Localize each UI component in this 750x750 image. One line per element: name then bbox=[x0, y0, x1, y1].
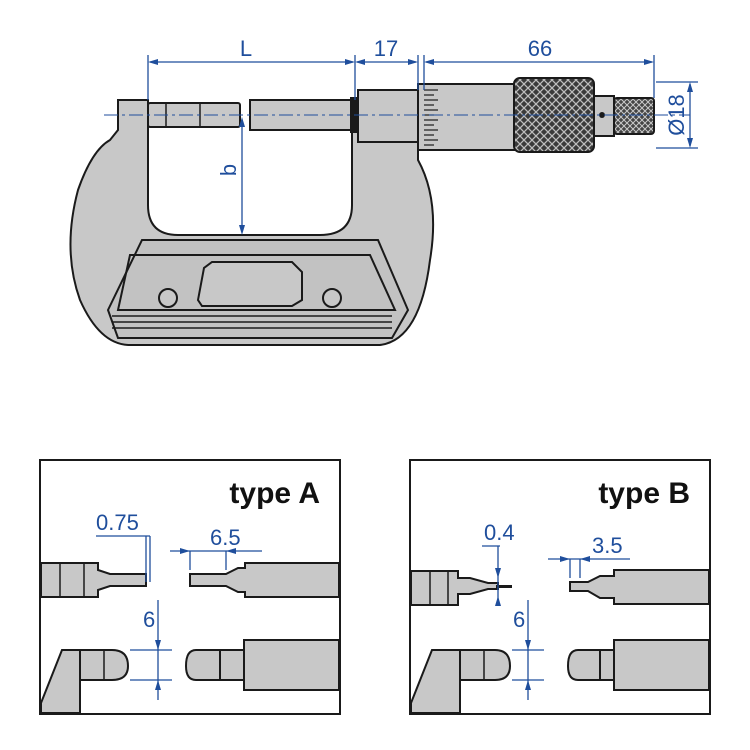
detail-b-spindle-side bbox=[566, 649, 601, 681]
detail-b-dim-height: 6 bbox=[513, 607, 525, 632]
detail-b-anvil-side bbox=[459, 649, 512, 681]
dim-diameter-18: Ø18 bbox=[664, 94, 689, 136]
detail-a-anvil-top bbox=[40, 562, 147, 598]
detail-b-title: type B bbox=[598, 477, 690, 510]
detail-a-title: type A bbox=[229, 477, 320, 510]
detail-b-frame-side bbox=[410, 649, 461, 714]
dim-17: 17 bbox=[374, 36, 398, 61]
main-dimensions: L 17 66 Ø18 b bbox=[147, 36, 698, 235]
detail-a-dimensions: 0.75 6.5 6 bbox=[96, 510, 262, 700]
dim-66: 66 bbox=[528, 36, 552, 61]
hole-left bbox=[158, 288, 178, 308]
detail-b-dimensions: 0.4 3.5 6 bbox=[482, 520, 630, 700]
detail-type-a: type A 0.75 6.5 6 bbox=[39, 459, 341, 715]
detail-a-dim-tip: 0.75 bbox=[96, 510, 139, 535]
label-window bbox=[196, 261, 303, 307]
dim-L: L bbox=[240, 36, 252, 61]
sleeve bbox=[357, 89, 419, 143]
hole-right bbox=[322, 288, 342, 308]
ratchet-knob bbox=[613, 97, 655, 135]
detail-a-spindle-top bbox=[189, 562, 340, 598]
detail-a-spindle-side bbox=[184, 649, 221, 681]
detail-a-dim-height: 6 bbox=[143, 607, 155, 632]
detail-b-dim-flat: 3.5 bbox=[592, 533, 623, 558]
detail-b-dim-tip: 0.4 bbox=[484, 520, 515, 545]
detail-a-dim-flat: 6.5 bbox=[210, 525, 241, 550]
detail-type-b: type B 0.4 3.5 6 bbox=[409, 459, 711, 715]
detail-b-spindle-top bbox=[569, 569, 710, 605]
micrometer-side-view bbox=[69, 77, 690, 346]
grip-stripes bbox=[112, 315, 392, 329]
thimble bbox=[417, 83, 517, 151]
detail-a-frame-side bbox=[40, 649, 81, 714]
thimble-graduations bbox=[424, 89, 438, 146]
dim-b: b bbox=[216, 164, 241, 176]
